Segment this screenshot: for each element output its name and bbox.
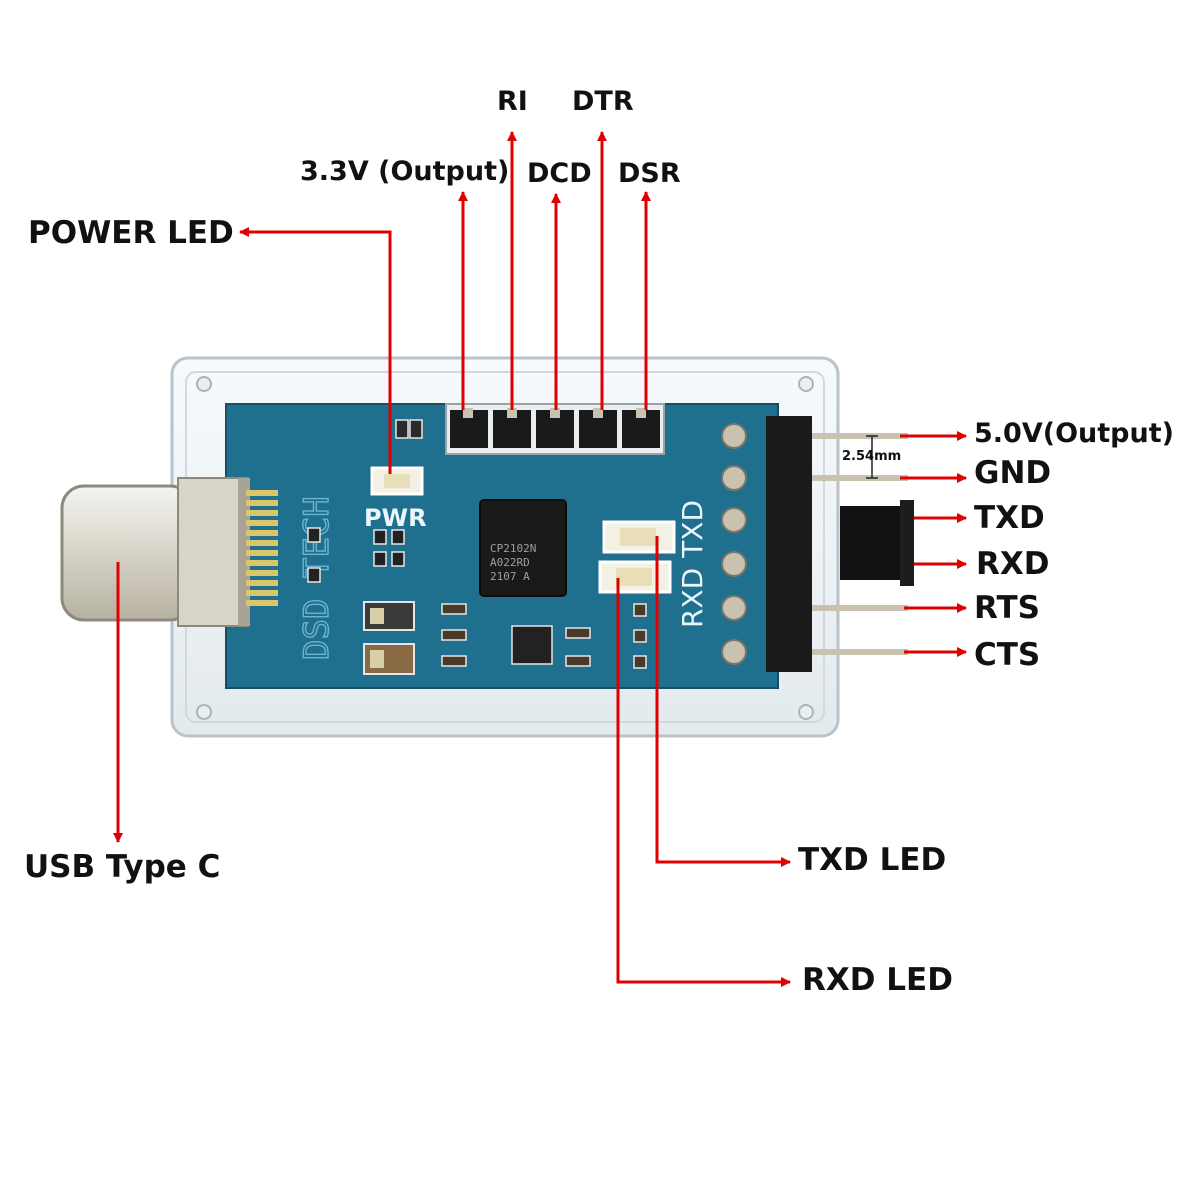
- label-rxd-led: RXD LED: [802, 962, 953, 998]
- rxd-txd-silkscreen: RXD TXD: [676, 500, 709, 628]
- case-screw-hole: [798, 704, 814, 720]
- arrow-power-led: [239, 227, 392, 474]
- usb-uart-device: DSD TECH: [60, 356, 914, 738]
- cp2102n-chip: CP2102N A022RD 2107 A: [479, 499, 567, 597]
- txd-led: [602, 520, 676, 554]
- label-pitch: 2.54mm: [842, 449, 902, 464]
- label-txd: TXD: [974, 500, 1045, 536]
- chip-marking-line2: A022RD: [490, 556, 530, 569]
- label-gnd: GND: [974, 455, 1052, 491]
- smd-components: [307, 419, 647, 675]
- rxd-led: [598, 560, 672, 594]
- case-screw-hole: [196, 376, 212, 392]
- arrow-txd-led: [655, 536, 791, 867]
- label-dsr: DSR: [618, 158, 681, 189]
- right-pin-header: [766, 416, 812, 672]
- label-usb-type-c: USB Type C: [24, 849, 221, 885]
- label-5v-output: 5.0V(Output): [974, 418, 1174, 449]
- case-screw-hole: [798, 376, 814, 392]
- leader-arrows: [113, 131, 967, 987]
- label-rts: RTS: [974, 590, 1040, 626]
- arrow-rxd-led: [616, 578, 791, 987]
- rxd-silk-text: RXD: [676, 568, 709, 628]
- txd-silk-text: TXD: [676, 500, 709, 559]
- label-rxd: RXD: [976, 546, 1050, 582]
- power-led: [370, 466, 424, 496]
- right-header-pins: [812, 433, 908, 655]
- chip-marking-line3: 2107 A: [490, 570, 530, 583]
- label-power-led: POWER LED: [28, 215, 234, 251]
- chip-marking-line1: CP2102N: [490, 542, 536, 555]
- jumper-tab: [900, 500, 914, 586]
- right-pads: [721, 423, 747, 665]
- label-cts: CTS: [974, 637, 1041, 673]
- label-txd-led: TXD LED: [798, 842, 947, 878]
- label-dcd: DCD: [527, 158, 592, 189]
- usb-c-contact-pads: [246, 490, 278, 606]
- label-3v3-output: 3.3V (Output): [300, 156, 510, 187]
- label-dtr: DTR: [572, 86, 634, 117]
- usb-type-c-connector: [60, 477, 278, 627]
- pitch-dimension: [866, 435, 878, 479]
- label-ri: RI: [497, 86, 528, 117]
- pwr-silkscreen: PWR: [364, 504, 427, 532]
- top-header-pins: [450, 408, 660, 448]
- case-screw-hole: [196, 704, 212, 720]
